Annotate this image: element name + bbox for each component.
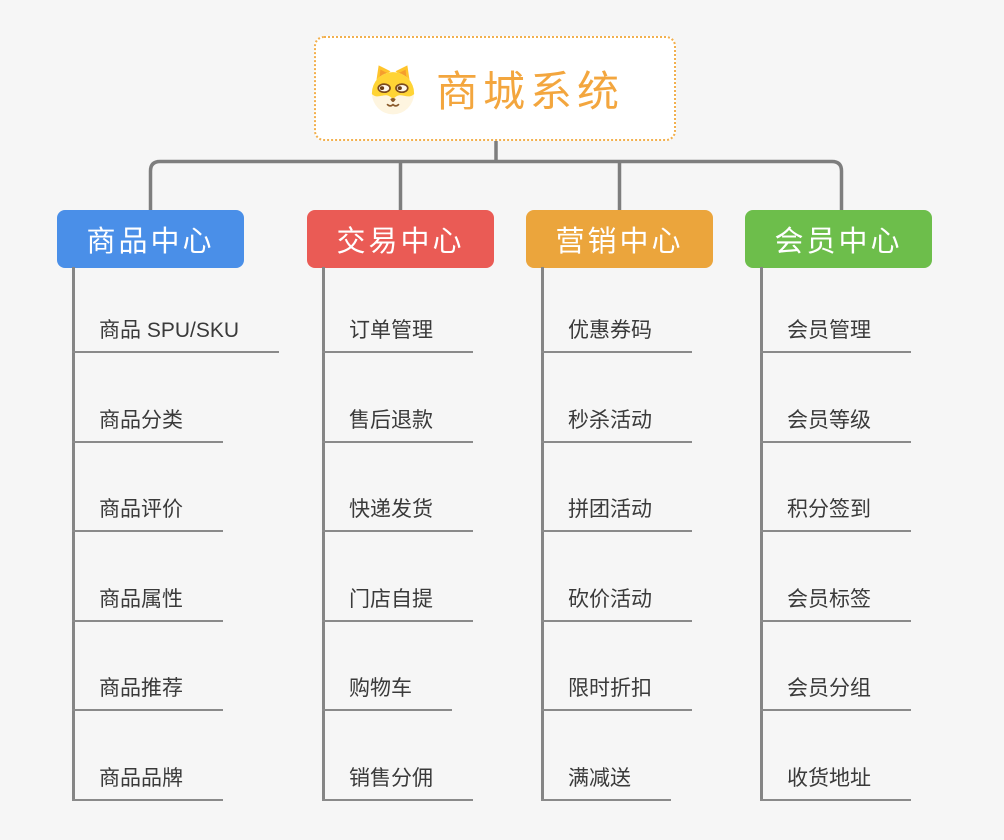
branch-trade-child-line bbox=[322, 267, 325, 800]
child-topic[interactable]: 商品评价 bbox=[72, 443, 223, 533]
branch-member-child-line bbox=[760, 267, 763, 800]
branch-member-children: 会员管理 会员等级 积分签到 会员标签 会员分组 收货地址 bbox=[760, 263, 911, 801]
child-topic[interactable]: 收货地址 bbox=[760, 711, 911, 801]
branch-product-child-line bbox=[72, 267, 75, 800]
root-title: 商城系统 bbox=[435, 68, 624, 115]
child-topic[interactable]: 商品推荐 bbox=[72, 622, 223, 712]
root-node[interactable]: 商城系统 bbox=[314, 36, 676, 141]
child-topic[interactable]: 商品品牌 bbox=[72, 711, 223, 801]
child-topic[interactable]: 会员标签 bbox=[760, 532, 911, 622]
child-topic[interactable]: 限时折扣 bbox=[541, 622, 692, 712]
branch-node-product[interactable]: 商品中心 bbox=[57, 210, 244, 268]
branch-column-product: 商品中心 商品 SPU/SKU 商品分类 商品评价 商品属性 商品推荐 商品品牌 bbox=[57, 210, 302, 801]
child-topic[interactable]: 订单管理 bbox=[322, 263, 473, 353]
child-topic[interactable]: 商品 SPU/SKU bbox=[72, 263, 280, 353]
branch-marketing-children: 优惠券码 秒杀活动 拼团活动 砍价活动 限时折扣 满减送 bbox=[541, 263, 692, 801]
child-topic[interactable]: 会员分组 bbox=[760, 622, 911, 712]
branch-node-trade[interactable]: 交易中心 bbox=[307, 210, 494, 268]
child-topic[interactable]: 快递发货 bbox=[322, 443, 473, 533]
child-topic[interactable]: 购物车 bbox=[322, 622, 452, 712]
branch-column-member: 会员中心 会员管理 会员等级 积分签到 会员标签 会员分组 收货地址 bbox=[745, 210, 990, 801]
child-topic[interactable]: 售后退款 bbox=[322, 353, 473, 443]
child-topic[interactable]: 商品属性 bbox=[72, 532, 223, 622]
branch-column-marketing: 营销中心 优惠券码 秒杀活动 拼团活动 砍价活动 限时折扣 满减送 bbox=[526, 210, 771, 801]
child-topic[interactable]: 拼团活动 bbox=[541, 443, 692, 533]
child-topic[interactable]: 门店自提 bbox=[322, 532, 473, 622]
child-topic[interactable]: 销售分佣 bbox=[322, 711, 473, 801]
dog-face-icon bbox=[371, 64, 415, 114]
branch-trade-children: 订单管理 售后退款 快递发货 门店自提 购物车 销售分佣 bbox=[322, 263, 473, 801]
branch-node-member[interactable]: 会员中心 bbox=[745, 210, 932, 268]
branch-node-marketing[interactable]: 营销中心 bbox=[526, 210, 713, 268]
branch-marketing-child-line bbox=[541, 267, 544, 800]
child-topic[interactable]: 积分签到 bbox=[760, 443, 911, 533]
child-topic[interactable]: 优惠券码 bbox=[541, 263, 692, 353]
child-topic[interactable]: 会员等级 bbox=[760, 353, 911, 443]
child-topic[interactable]: 会员管理 bbox=[760, 263, 911, 353]
child-topic[interactable]: 秒杀活动 bbox=[541, 353, 692, 443]
child-topic[interactable]: 商品分类 bbox=[72, 353, 223, 443]
branch-product-children: 商品 SPU/SKU 商品分类 商品评价 商品属性 商品推荐 商品品牌 bbox=[72, 263, 280, 801]
child-topic[interactable]: 满减送 bbox=[541, 711, 671, 801]
branch-column-trade: 交易中心 订单管理 售后退款 快递发货 门店自提 购物车 销售分佣 bbox=[307, 210, 552, 801]
child-topic[interactable]: 砍价活动 bbox=[541, 532, 692, 622]
